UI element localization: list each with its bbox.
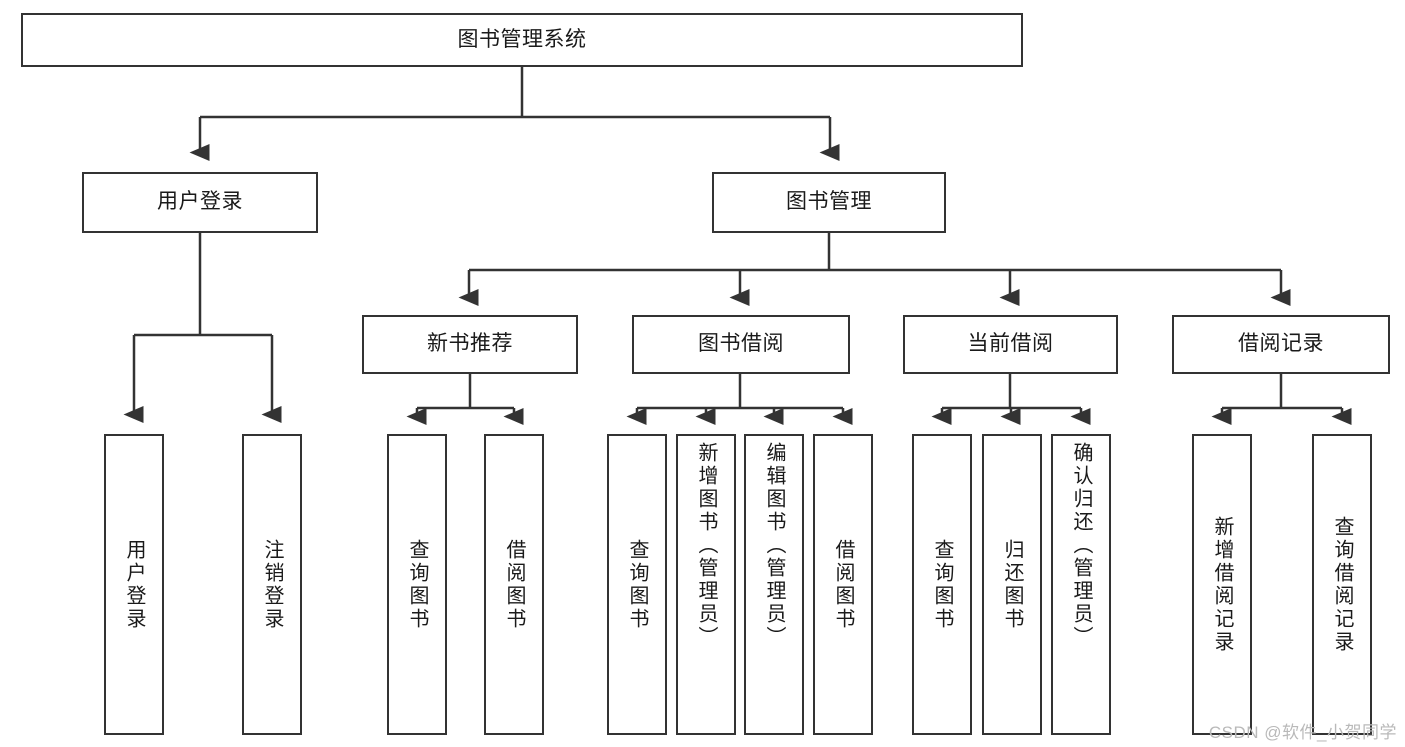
node-label: 图书管理系统 (457, 27, 587, 51)
node-label: 查询图书 (626, 538, 648, 631)
node-book-management[interactable]: 图书管理 (712, 172, 946, 233)
node-label: 确认归还（管理员） (1070, 442, 1092, 649)
node-label: 注销登录 (261, 538, 283, 631)
node-leaf-user-login[interactable]: 用户登录 (104, 434, 164, 735)
node-leaf-query-borrow-record[interactable]: 查询借阅记录 (1312, 434, 1372, 735)
node-label: 查询图书 (406, 538, 428, 631)
node-label: 查询借阅记录 (1331, 515, 1353, 654)
node-root-book-management-system[interactable]: 图书管理系统 (21, 13, 1023, 67)
node-leaf-add-borrow-record[interactable]: 新增借阅记录 (1192, 434, 1252, 735)
node-leaf-borrow-book-recommend[interactable]: 借阅图书 (484, 434, 544, 735)
node-label: 借阅图书 (503, 538, 525, 631)
node-leaf-return-book[interactable]: 归还图书 (982, 434, 1042, 735)
node-label: 新书推荐 (427, 332, 513, 356)
node-label: 借阅图书 (832, 538, 854, 631)
node-leaf-confirm-return-admin[interactable]: 确认归还（管理员） (1051, 434, 1111, 735)
node-borrow-record[interactable]: 借阅记录 (1172, 315, 1390, 374)
node-label: 新增借阅记录 (1211, 515, 1233, 654)
node-book-borrow[interactable]: 图书借阅 (632, 315, 850, 374)
node-leaf-borrow-book[interactable]: 借阅图书 (813, 434, 873, 735)
csdn-watermark: CSDN @软件_小贺同学 (1208, 723, 1397, 742)
node-user-login[interactable]: 用户登录 (82, 172, 318, 233)
node-leaf-add-book-admin[interactable]: 新增图书（管理员） (676, 434, 736, 735)
node-label: 图书借阅 (698, 332, 784, 356)
node-label: 编辑图书（管理员） (763, 442, 785, 649)
node-label: 新增图书（管理员） (695, 442, 717, 649)
node-leaf-logout[interactable]: 注销登录 (242, 434, 302, 735)
node-leaf-query-book-borrow[interactable]: 查询图书 (607, 434, 667, 735)
node-label: 用户登录 (157, 190, 243, 214)
node-leaf-edit-book-admin[interactable]: 编辑图书（管理员） (744, 434, 804, 735)
node-label: 用户登录 (123, 538, 145, 631)
node-label: 当前借阅 (967, 332, 1054, 356)
node-label: 借阅记录 (1238, 332, 1324, 356)
node-leaf-query-book-recommend[interactable]: 查询图书 (387, 434, 447, 735)
node-leaf-query-book-current[interactable]: 查询图书 (912, 434, 972, 735)
node-new-book-recommend[interactable]: 新书推荐 (362, 315, 578, 374)
node-label: 查询图书 (931, 538, 953, 631)
node-current-borrow[interactable]: 当前借阅 (903, 315, 1118, 374)
node-label: 归还图书 (1001, 538, 1023, 631)
node-label: 图书管理 (786, 190, 872, 214)
